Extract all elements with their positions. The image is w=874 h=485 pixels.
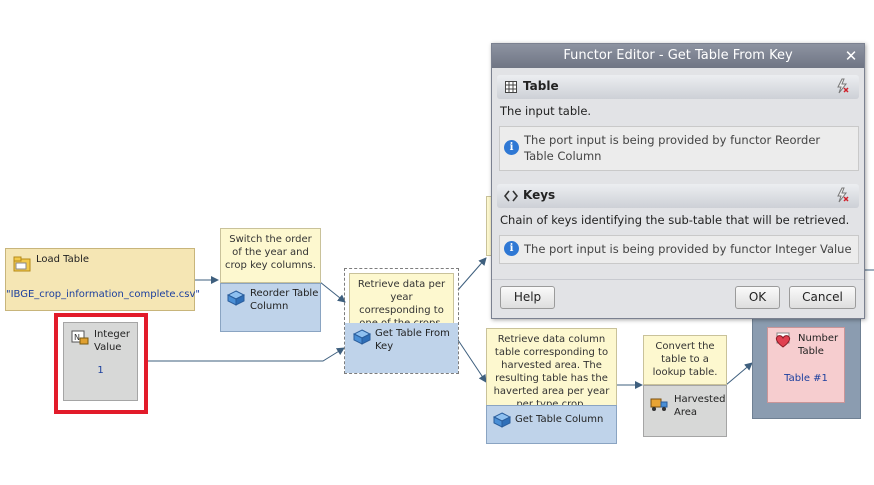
table-cube-icon bbox=[353, 329, 371, 345]
number-table-node[interactable]: Number Table Table #1 bbox=[767, 327, 845, 403]
load-table-node[interactable]: Load Table "IBGE_crop_information_comple… bbox=[5, 248, 200, 311]
get-table-from-key-title-line2: Key bbox=[375, 341, 394, 352]
harvested-area-title-line2: Area bbox=[674, 407, 698, 418]
functor-editor-dialog[interactable]: Functor Editor - Get Table From Key ✕ Ta… bbox=[491, 43, 865, 319]
keys-info-box: i The port input is being provided by fu… bbox=[499, 235, 859, 264]
integer-value-title-line2: Value bbox=[94, 342, 122, 353]
grid-icon bbox=[505, 81, 517, 93]
table-cube-icon bbox=[227, 290, 245, 306]
dialog-titlebar[interactable]: Functor Editor - Get Table From Key ✕ bbox=[492, 44, 864, 68]
reorder-title-line2: Column bbox=[250, 301, 289, 312]
number-table-title-line1: Number bbox=[798, 333, 839, 344]
table-info-line2: Table Column bbox=[524, 149, 602, 163]
footer-divider bbox=[492, 279, 864, 280]
table-section-header: Table bbox=[497, 75, 859, 99]
cancel-button[interactable]: Cancel bbox=[789, 286, 856, 309]
integer-value-number: 1 bbox=[97, 365, 104, 376]
output-container: Number Table Table #1 bbox=[752, 316, 861, 419]
table-info-line1: The port input is being provided by func… bbox=[524, 133, 821, 147]
load-table-filename: "IBGE_crop_information_complete.csv" bbox=[6, 289, 200, 300]
get-table-from-key-selection[interactable]: Retrieve data per year corresponding to … bbox=[344, 268, 459, 374]
reorder-table-column-node[interactable]: Reorder Table Column bbox=[220, 283, 321, 332]
reorder-title-line1: Reorder Table bbox=[250, 288, 319, 299]
load-table-title: Load Table bbox=[36, 254, 90, 265]
bolt-remove-icon[interactable] bbox=[835, 187, 849, 203]
integer-value-node[interactable]: N Integer Value 1 bbox=[63, 322, 138, 401]
number-table-value: Table #1 bbox=[784, 373, 828, 384]
get-table-column-title: Get Table Column bbox=[515, 414, 604, 425]
integer-icon: N bbox=[71, 330, 89, 345]
keys-section-title: Keys bbox=[523, 188, 556, 202]
ok-button[interactable]: OK bbox=[735, 286, 780, 309]
get-table-column-comment: Retrieve data column table corresponding… bbox=[486, 328, 617, 410]
info-icon: i bbox=[504, 140, 519, 155]
get-table-from-key-node[interactable]: Get Table From Key bbox=[345, 323, 458, 373]
truck-icon bbox=[650, 398, 668, 411]
keys-section-description: Chain of keys identifying the sub-table … bbox=[500, 213, 850, 227]
svg-text:N: N bbox=[74, 333, 80, 342]
integer-value-title-line1: Integer bbox=[94, 329, 130, 340]
heart-table-icon bbox=[775, 332, 791, 348]
folder-icon bbox=[13, 256, 31, 272]
get-table-from-key-title-line1: Get Table From bbox=[375, 328, 450, 339]
keys-info-text: The port input is being provided by func… bbox=[524, 242, 852, 256]
help-button[interactable]: Help bbox=[500, 286, 555, 309]
table-section-description: The input table. bbox=[500, 104, 592, 118]
table-cube-icon bbox=[493, 412, 511, 428]
harvested-area-node[interactable]: Harvested Area bbox=[643, 385, 727, 437]
keys-section-header: Keys bbox=[497, 184, 859, 208]
info-icon: i bbox=[504, 241, 519, 256]
get-table-from-key-comment: Retrieve data per year corresponding to … bbox=[349, 273, 454, 329]
bolt-remove-icon[interactable] bbox=[835, 78, 849, 94]
dialog-title: Functor Editor - Get Table From Key bbox=[563, 48, 793, 63]
number-table-title-line2: Table bbox=[798, 346, 824, 357]
harvested-area-title-line1: Harvested bbox=[674, 394, 726, 405]
table-section-title: Table bbox=[523, 79, 559, 93]
code-brackets-icon bbox=[504, 190, 518, 202]
highlight-box bbox=[54, 313, 148, 414]
table-info-box: i The port input is being provided by fu… bbox=[499, 126, 859, 171]
harvested-area-comment: Convert the table to a lookup table. bbox=[643, 335, 727, 385]
reorder-comment: Switch the order of the year and crop ke… bbox=[220, 228, 321, 283]
close-icon[interactable]: ✕ bbox=[844, 47, 858, 65]
get-table-column-node[interactable]: Get Table Column bbox=[486, 405, 617, 444]
